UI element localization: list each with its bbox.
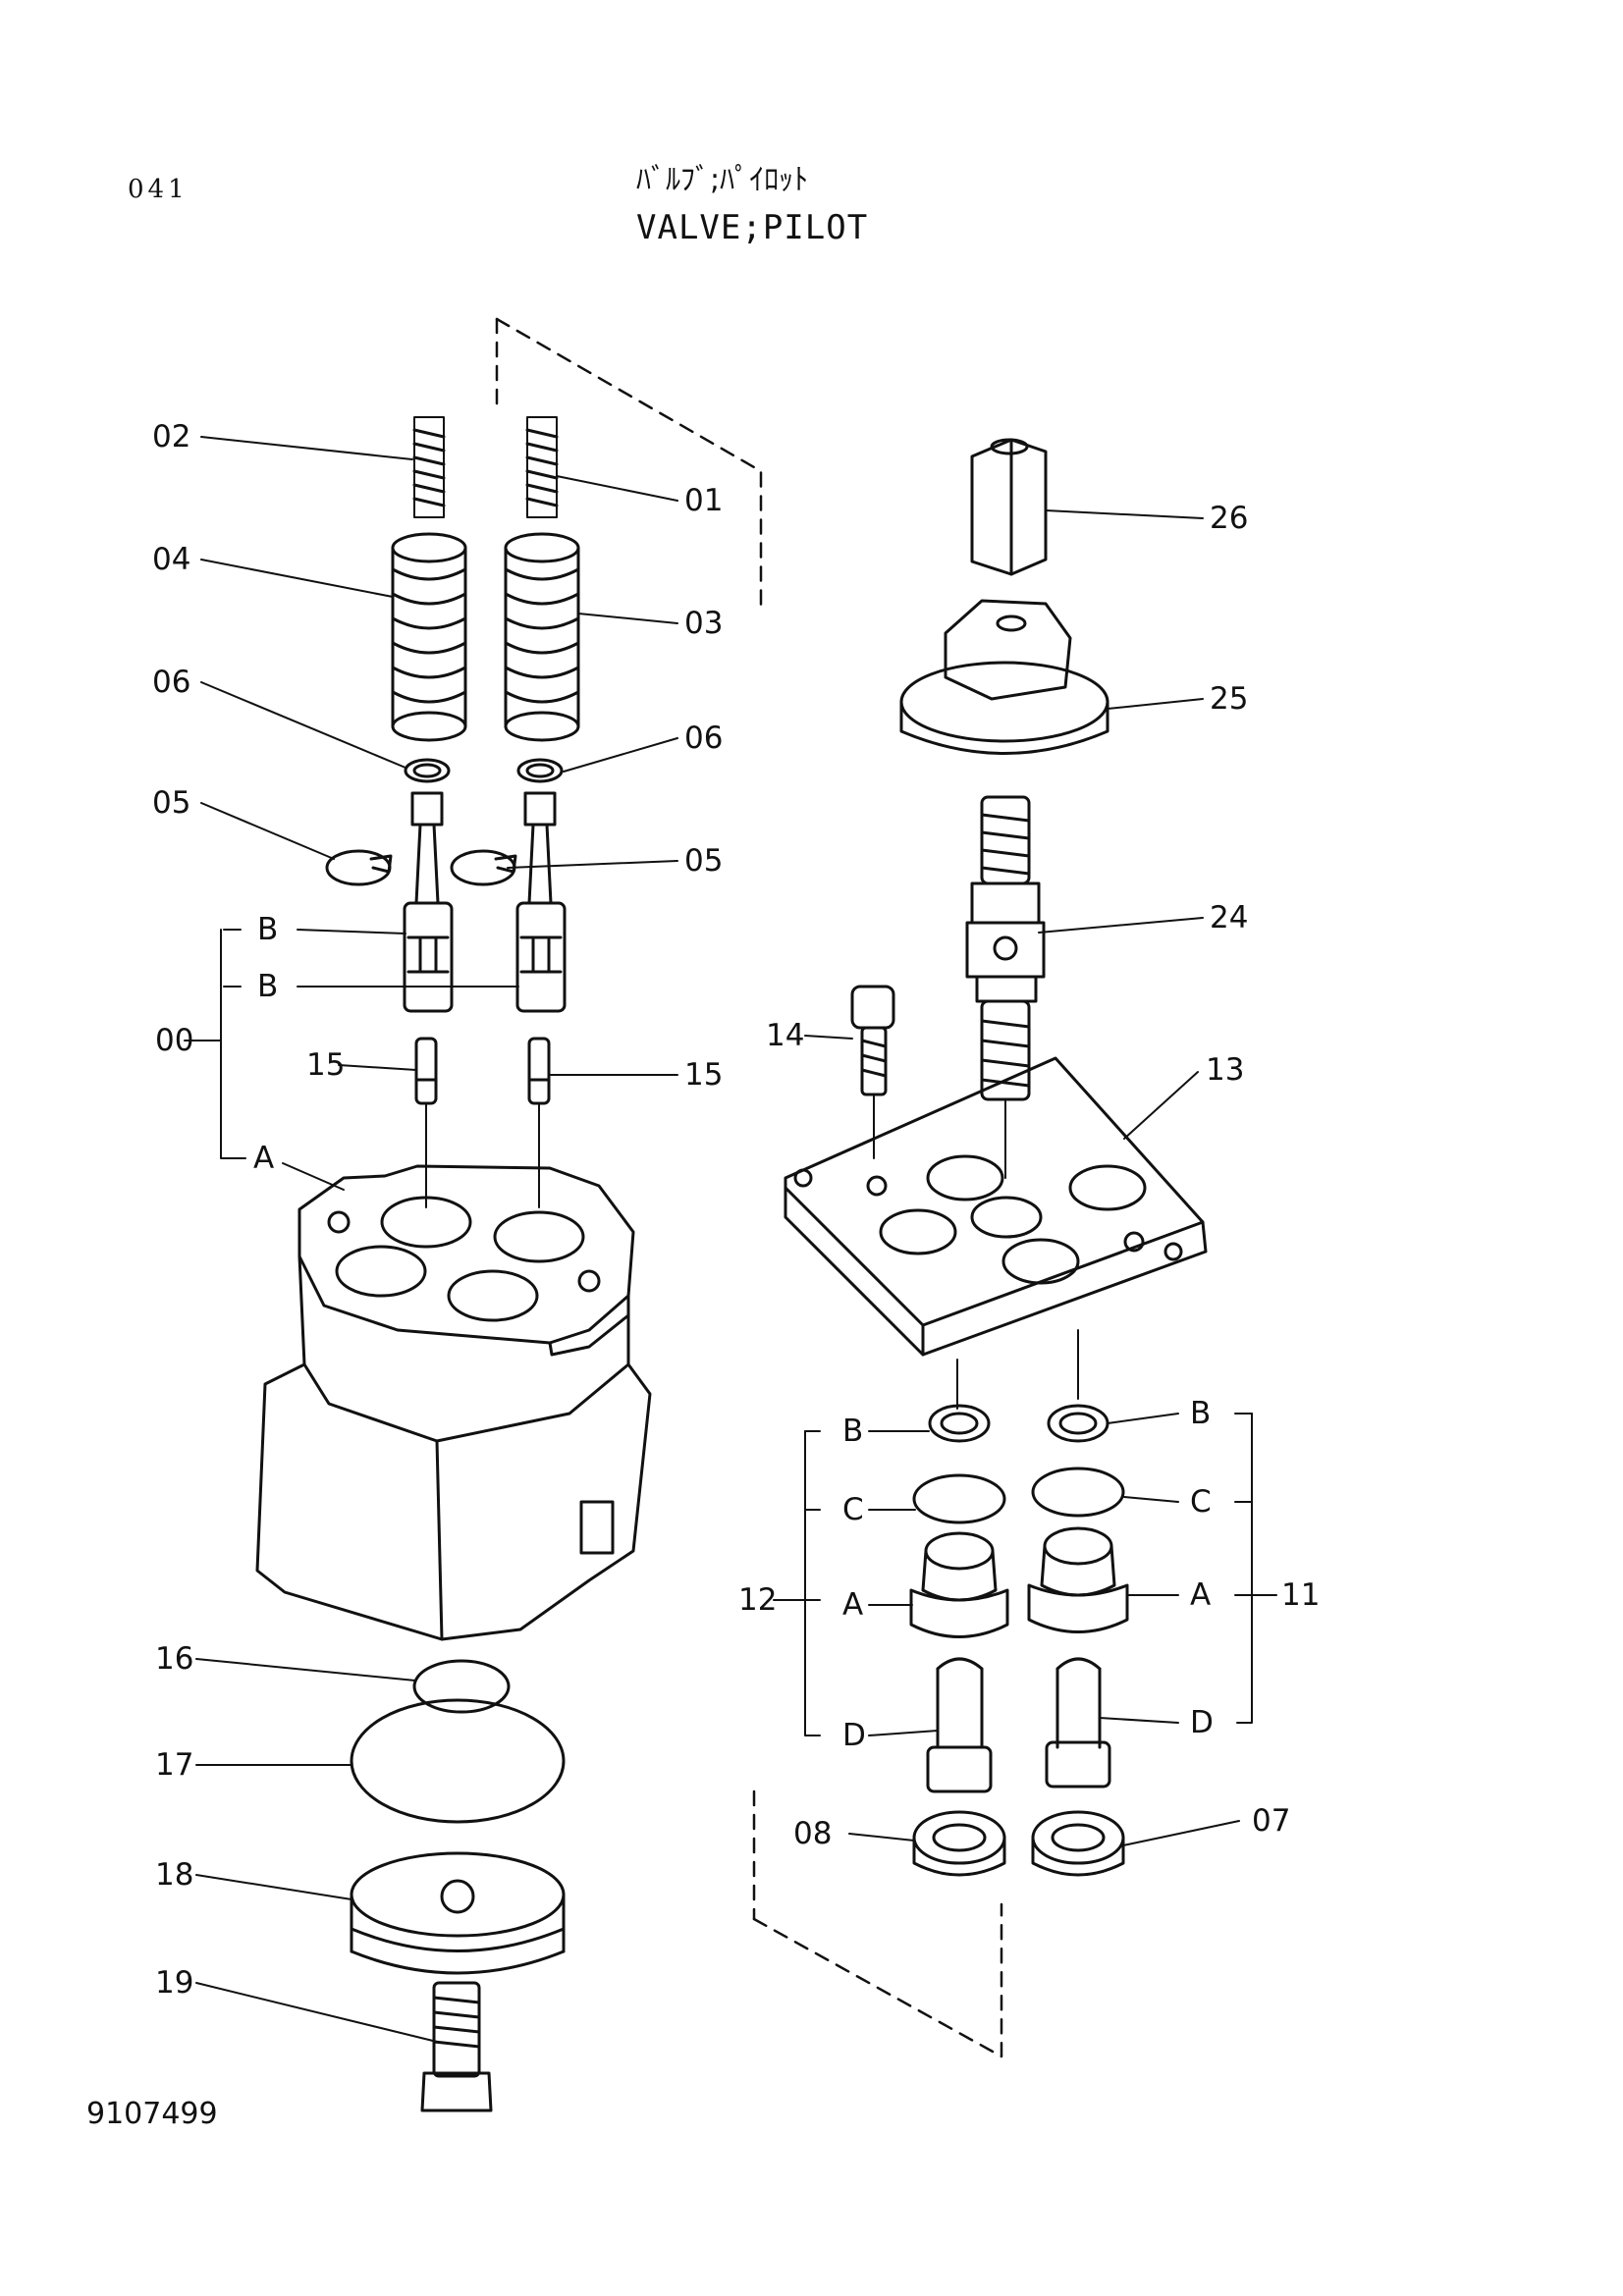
callout-labels: 02 01 04 03 06 06 05 05 B B 00 A 15 15 1… bbox=[152, 419, 1320, 2001]
plug-19 bbox=[420, 1981, 493, 2112]
large-spring-04 bbox=[391, 532, 467, 742]
page-number: 041 bbox=[128, 175, 189, 204]
pin-15-right bbox=[527, 1037, 551, 1105]
callout-11-b: B bbox=[1190, 1396, 1211, 1431]
callout-02: 02 bbox=[152, 419, 190, 454]
assembly-boundary-right bbox=[752, 1789, 1003, 2058]
callout-12-c: C bbox=[842, 1492, 864, 1527]
callout-12: 12 bbox=[738, 1582, 777, 1618]
washer-06-right bbox=[516, 758, 564, 783]
callout-18: 18 bbox=[155, 1857, 193, 1893]
callout-11-c: C bbox=[1190, 1484, 1212, 1520]
joint-24 bbox=[965, 795, 1046, 1101]
cover-18 bbox=[350, 1851, 566, 1975]
callout-05-left: 05 bbox=[152, 785, 190, 821]
pin-15-left bbox=[414, 1037, 438, 1105]
ring-12b bbox=[928, 1404, 991, 1443]
spool-right bbox=[515, 791, 567, 1013]
callout-15-right: 15 bbox=[684, 1057, 723, 1093]
document-number: 9107499 bbox=[86, 2097, 218, 2131]
callout-11: 11 bbox=[1281, 1577, 1320, 1613]
callout-13: 13 bbox=[1206, 1052, 1244, 1088]
callout-11-a: A bbox=[1190, 1577, 1211, 1613]
callout-26: 26 bbox=[1210, 501, 1248, 536]
clip-05-right bbox=[450, 849, 517, 886]
callout-05-right: 05 bbox=[684, 843, 723, 879]
callout-12-d: D bbox=[842, 1718, 866, 1753]
bolt-14 bbox=[850, 985, 895, 1096]
callout-15-left: 15 bbox=[306, 1047, 345, 1083]
o-ring-16 bbox=[412, 1659, 511, 1714]
nut-07 bbox=[1031, 1810, 1125, 1877]
o-ring-17 bbox=[350, 1698, 566, 1824]
title-japanese: ﾊﾞﾙﾌﾞ;ﾊﾟｲﾛｯﾄ bbox=[636, 163, 809, 197]
washer-06-left bbox=[404, 758, 451, 783]
large-spring-03 bbox=[504, 532, 580, 742]
callout-14: 14 bbox=[766, 1018, 804, 1053]
small-spring-02 bbox=[412, 416, 446, 518]
title-english: VALVE;PILOT bbox=[636, 208, 869, 247]
assembly-boundary-left bbox=[495, 317, 763, 611]
nut-08 bbox=[912, 1810, 1006, 1877]
callout-08: 08 bbox=[793, 1816, 832, 1851]
callout-12-b: B bbox=[842, 1414, 863, 1449]
sleeve-11d bbox=[1045, 1657, 1111, 1789]
callout-b-lower: B bbox=[257, 969, 278, 1004]
callout-06-left: 06 bbox=[152, 665, 190, 700]
callout-24: 24 bbox=[1210, 900, 1248, 935]
callout-03: 03 bbox=[684, 606, 723, 641]
sleeve-12d bbox=[926, 1657, 993, 1793]
o-ring-11c bbox=[1031, 1467, 1125, 1518]
callout-01: 01 bbox=[684, 483, 723, 518]
callout-b-upper: B bbox=[257, 912, 278, 947]
callout-16: 16 bbox=[155, 1641, 193, 1677]
small-spring-01 bbox=[525, 416, 559, 518]
seat-12a bbox=[909, 1531, 1009, 1638]
disk-nut-25 bbox=[899, 599, 1109, 755]
coupling-26 bbox=[970, 438, 1048, 576]
callout-00: 00 bbox=[155, 1023, 193, 1058]
callout-12-a: A bbox=[842, 1587, 863, 1623]
callout-04: 04 bbox=[152, 542, 190, 577]
casing bbox=[255, 1164, 652, 1641]
clip-05-left bbox=[325, 849, 393, 886]
ring-11b bbox=[1047, 1404, 1109, 1443]
callout-17: 17 bbox=[155, 1747, 193, 1783]
callout-19: 19 bbox=[155, 1965, 193, 2001]
callout-11-d: D bbox=[1190, 1705, 1214, 1740]
callout-25: 25 bbox=[1210, 681, 1248, 717]
callout-a-casing: A bbox=[253, 1141, 274, 1176]
seat-11a bbox=[1027, 1526, 1129, 1633]
o-ring-12c bbox=[912, 1473, 1006, 1524]
spool-left bbox=[403, 791, 454, 1013]
callout-07: 07 bbox=[1252, 1803, 1290, 1839]
callout-06-right: 06 bbox=[684, 721, 723, 756]
plate-13 bbox=[784, 1056, 1208, 1357]
